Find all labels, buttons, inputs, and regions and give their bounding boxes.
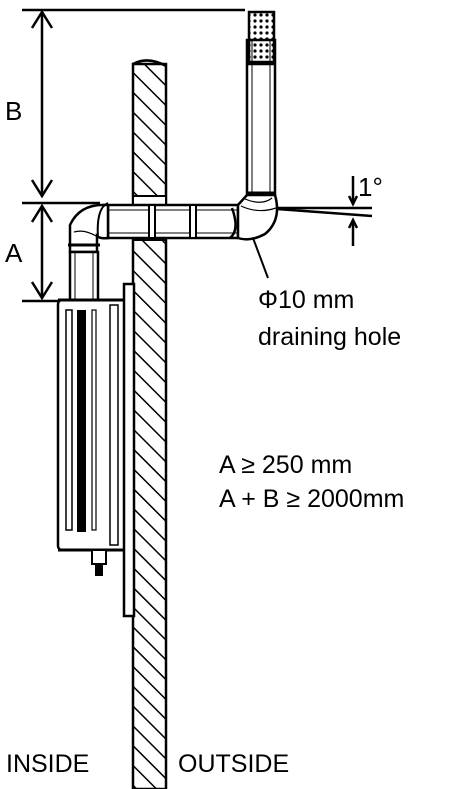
slope-indicator — [276, 176, 373, 246]
inside-label: INSIDE — [6, 750, 89, 778]
inner-elbow — [68, 202, 110, 254]
angle-label: 1° — [358, 172, 383, 202]
hole-label-line2: draining hole — [258, 323, 401, 351]
rule-ab-label: A + B ≥ 2000mm — [219, 485, 404, 513]
hole-label-line1: Φ10 mm — [258, 286, 354, 314]
horizontal-pipe — [106, 203, 240, 240]
dim-b-label: B — [5, 96, 22, 126]
dimension-b — [22, 8, 245, 199]
unit-fitting — [91, 549, 107, 576]
outside-label: OUTSIDE — [178, 750, 289, 778]
wall — [131, 59, 168, 789]
terminal-cap — [247, 10, 276, 66]
dim-a-label: A — [5, 238, 23, 268]
unit-connector-pipe — [68, 250, 100, 302]
mounting-plate — [122, 282, 136, 618]
rule-a-label: A ≥ 250 mm — [219, 451, 352, 479]
drain-hole-leader — [252, 237, 269, 279]
water-heater-unit — [56, 298, 128, 552]
outer-elbow — [229, 191, 279, 241]
